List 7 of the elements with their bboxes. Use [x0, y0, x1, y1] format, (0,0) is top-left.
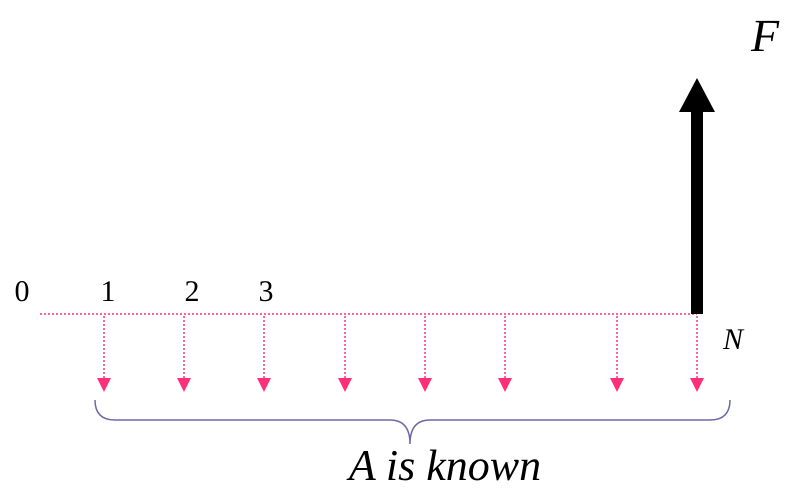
period-number: 1 — [100, 277, 116, 307]
period-number: 2 — [184, 277, 200, 307]
period-number: 3 — [258, 277, 274, 307]
variable-label: N — [723, 325, 743, 355]
annotation-text: A is known — [348, 444, 542, 488]
variable-label: F — [750, 13, 780, 59]
period-number: 0 — [14, 277, 30, 307]
